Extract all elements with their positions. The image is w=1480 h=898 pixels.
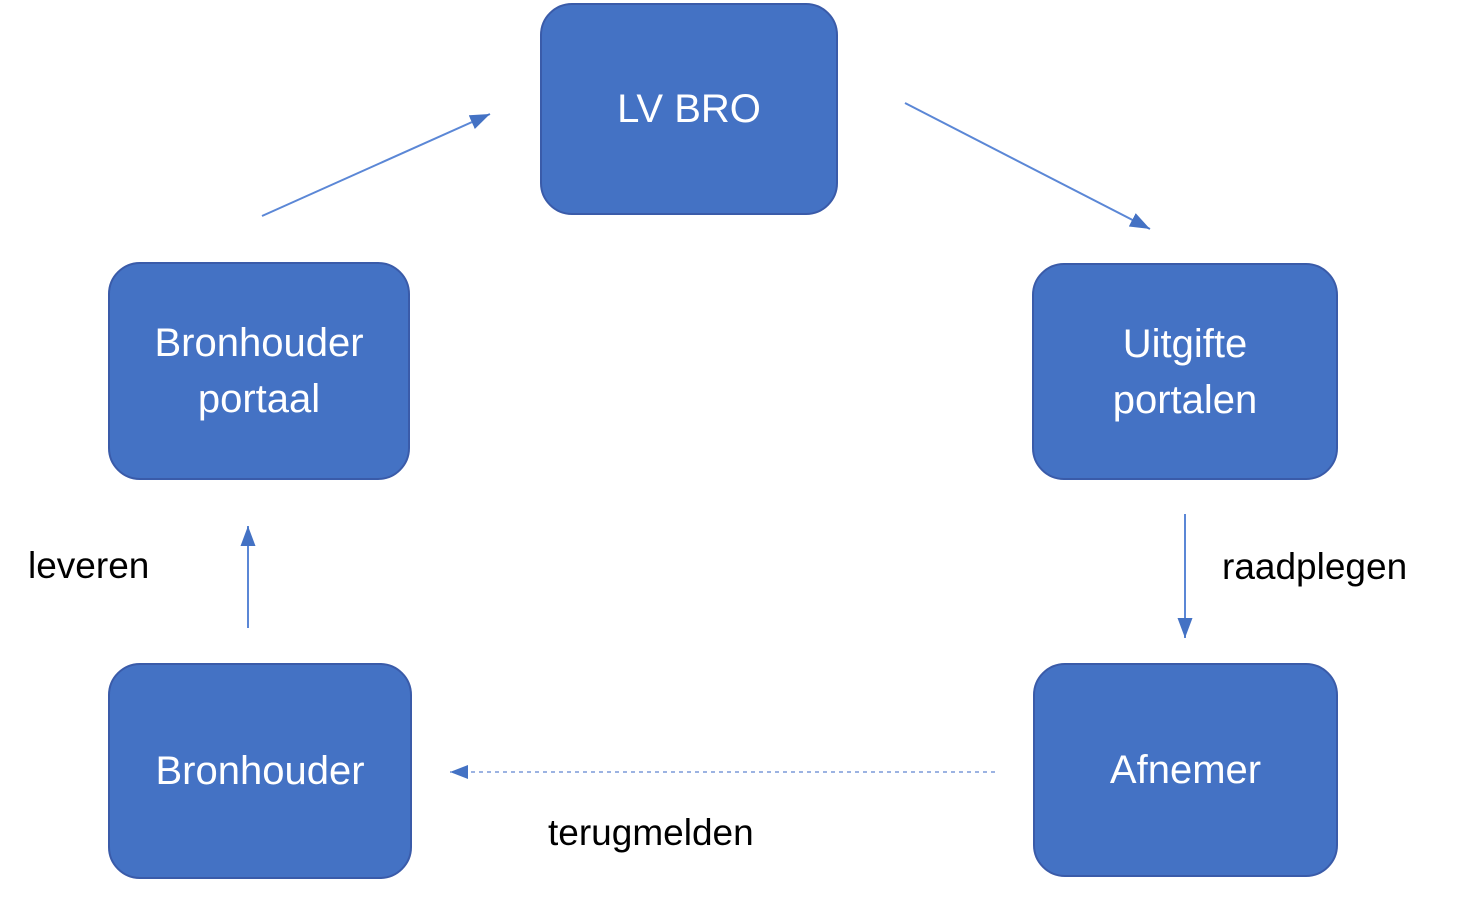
arrow-lvbro-to-uitgifteportalen — [904, 102, 1151, 230]
node-bronhouder-portaal: Bronhouder portaal — [108, 262, 410, 480]
node-afnemer-label: Afnemer — [1109, 748, 1262, 792]
edge-label-raadplegen: raadplegen — [1222, 546, 1408, 587]
node-bronhouder: Bronhouder — [108, 663, 412, 879]
node-uitgifte-portalen-label: Uitgifte portalen — [1112, 321, 1258, 422]
node-lv-bro: LV BRO — [540, 3, 838, 215]
edge-label-terugmelden: terugmelden — [548, 812, 754, 853]
arrow-bronhouderportaal-to-lvbro — [261, 113, 491, 217]
node-uitgifte-portalen: Uitgifte portalen — [1032, 263, 1338, 480]
edge-label-leveren: leveren — [28, 545, 150, 586]
node-bronhouder-label: Bronhouder — [155, 749, 365, 793]
node-afnemer: Afnemer — [1033, 663, 1338, 877]
node-lv-bro-label: LV BRO — [617, 87, 761, 131]
node-bronhouder-portaal-label: Bronhouder portaal — [154, 321, 364, 421]
